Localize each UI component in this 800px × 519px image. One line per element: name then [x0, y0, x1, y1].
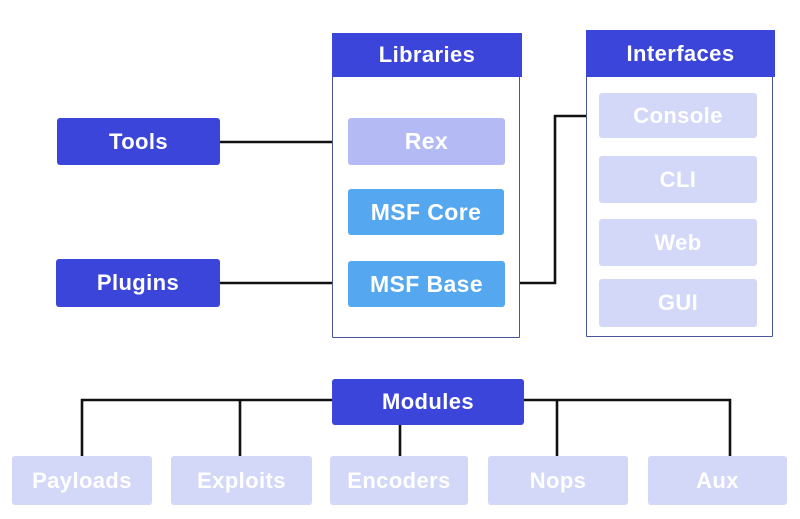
module-item-payloads[interactable]: Payloads: [12, 456, 152, 505]
cli-label: CLI: [659, 166, 697, 192]
aux-label: Aux: [696, 467, 739, 493]
module-item-aux[interactable]: Aux: [648, 456, 787, 505]
libraries-title: Libraries: [378, 42, 476, 67]
msf-base-label: MSF Base: [369, 270, 484, 297]
exploits-label: Exploits: [197, 467, 286, 493]
gui-label: GUI: [657, 290, 699, 315]
plugins-label: Plugins: [96, 270, 180, 295]
modules-node[interactable]: Modules: [332, 379, 524, 425]
interface-item-web[interactable]: Web: [599, 219, 757, 266]
msf-base-node[interactable]: MSF Base: [348, 261, 505, 307]
module-item-nops[interactable]: Nops: [488, 456, 628, 505]
plugins-node[interactable]: Plugins: [56, 259, 220, 307]
connector-modules-to-aux: [524, 398, 732, 456]
interface-item-gui[interactable]: GUI: [599, 279, 757, 327]
interfaces-title: Interfaces: [626, 40, 735, 66]
modules-label: Modules: [381, 389, 475, 414]
msf-core-node[interactable]: MSF Core: [348, 189, 504, 235]
rex-label: Rex: [404, 128, 449, 154]
tools-node[interactable]: Tools: [57, 118, 220, 165]
interfaces-header: Interfaces: [586, 30, 775, 77]
encoders-label: Encoders: [347, 467, 451, 493]
connector-modules-to-payloads: [80, 398, 332, 456]
rex-node[interactable]: Rex: [348, 118, 505, 165]
tools-label: Tools: [108, 128, 169, 154]
payloads-label: Payloads: [32, 467, 132, 493]
web-label: Web: [654, 229, 702, 255]
console-label: Console: [633, 102, 723, 128]
msf-core-label: MSF Core: [370, 198, 482, 225]
module-item-exploits[interactable]: Exploits: [171, 456, 312, 505]
module-item-encoders[interactable]: Encoders: [330, 456, 468, 505]
interface-item-console[interactable]: Console: [599, 93, 757, 138]
nops-label: Nops: [529, 467, 587, 493]
interface-item-cli[interactable]: CLI: [599, 156, 757, 203]
libraries-header: Libraries: [332, 33, 522, 77]
